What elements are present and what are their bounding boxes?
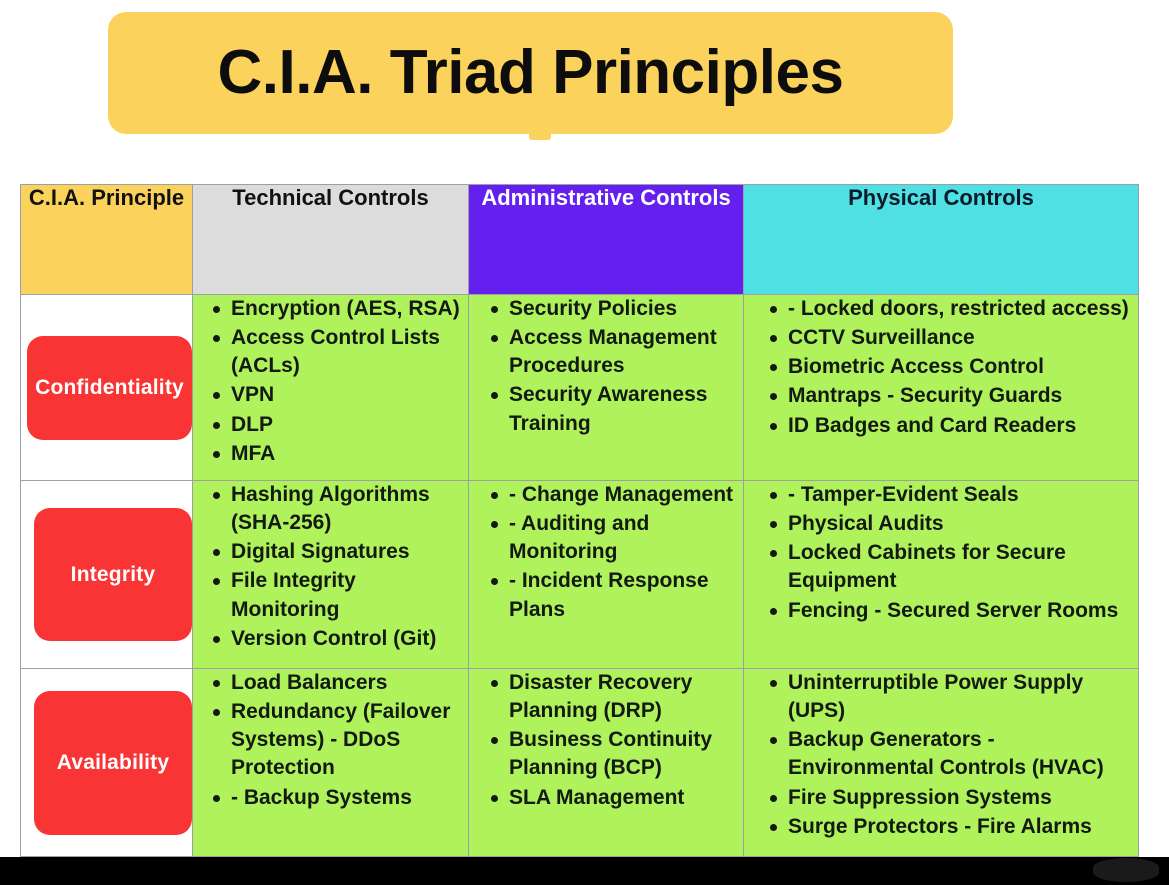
list-item: SLA Management: [489, 784, 739, 812]
column-header-physical: Physical Controls: [743, 184, 1139, 295]
list-physical-integrity: - Tamper-Evident Seals Physical Audits L…: [744, 481, 1138, 625]
table-row: Availability Load Balancers Redundancy (…: [20, 668, 1139, 857]
list-item: Disaster Recovery Planning (DRP): [489, 669, 739, 725]
list-item: Fire Suppression Systems: [768, 784, 1134, 812]
principle-badge-integrity: Integrity: [34, 508, 192, 641]
list-item: - Backup Systems: [211, 784, 464, 812]
cell-technical-availability: Load Balancers Redundancy (Failover Syst…: [192, 668, 469, 857]
list-item: Load Balancers: [211, 669, 464, 697]
list-item: Business Continuity Planning (BCP): [489, 726, 739, 782]
list-item: Mantraps - Security Guards: [768, 382, 1134, 410]
list-item: - Change Management: [489, 481, 739, 509]
list-item: Uninterruptible Power Supply (UPS): [768, 669, 1134, 725]
list-item: Encryption (AES, RSA): [211, 295, 464, 323]
column-header-technical: Technical Controls: [192, 184, 469, 295]
cell-administrative-availability: Disaster Recovery Planning (DRP) Busines…: [468, 668, 744, 857]
list-physical-confidentiality: - Locked doors, restricted access) CCTV …: [744, 295, 1138, 440]
list-technical-confidentiality: Encryption (AES, RSA) Access Control Lis…: [193, 295, 468, 468]
list-item: Surge Protectors - Fire Alarms: [768, 813, 1134, 841]
cell-administrative-confidentiality: Security Policies Access Management Proc…: [468, 294, 744, 481]
list-technical-integrity: Hashing Algorithms (SHA-256) Digital Sig…: [193, 481, 468, 653]
list-item: Physical Audits: [768, 510, 1134, 538]
list-item: CCTV Surveillance: [768, 324, 1134, 352]
column-header-principle: C.I.A. Principle: [20, 184, 193, 295]
cia-triad-table: C.I.A. Principle Technical Controls Admi…: [20, 184, 1139, 857]
list-technical-availability: Load Balancers Redundancy (Failover Syst…: [193, 669, 468, 812]
list-item: MFA: [211, 440, 464, 468]
badge-holder: Integrity: [21, 481, 192, 668]
list-item: Digital Signatures: [211, 538, 464, 566]
list-item: Security Policies: [489, 295, 739, 323]
cell-physical-availability: Uninterruptible Power Supply (UPS) Backu…: [743, 668, 1139, 857]
list-item: Redundancy (Failover Systems) - DDoS Pro…: [211, 698, 464, 782]
title-banner-nub: [529, 131, 551, 140]
cell-principle-confidentiality: Confidentiality: [20, 294, 193, 481]
list-item: Hashing Algorithms (SHA-256): [211, 481, 464, 537]
principle-badge-confidentiality: Confidentiality: [27, 335, 192, 440]
list-item: - Auditing and Monitoring: [489, 510, 739, 566]
title-banner: C.I.A. Triad Principles: [108, 12, 953, 134]
list-item: VPN: [211, 381, 464, 409]
list-administrative-confidentiality: Security Policies Access Management Proc…: [469, 295, 743, 438]
cell-principle-availability: Availability: [20, 668, 193, 857]
list-item: Fencing - Secured Server Rooms: [768, 597, 1134, 625]
principle-badge-availability: Availability: [34, 690, 192, 835]
list-administrative-integrity: - Change Management - Auditing and Monit…: [469, 481, 743, 624]
list-item: File Integrity Monitoring: [211, 567, 464, 623]
badge-holder: Confidentiality: [21, 295, 192, 480]
list-item: - Incident Response Plans: [489, 567, 739, 623]
list-administrative-availability: Disaster Recovery Planning (DRP) Busines…: [469, 669, 743, 812]
list-item: - Tamper-Evident Seals: [768, 481, 1134, 509]
list-item: - Locked doors, restricted access): [768, 295, 1134, 323]
column-header-administrative: Administrative Controls: [468, 184, 744, 295]
list-item: Backup Generators - Environmental Contro…: [768, 726, 1134, 782]
cell-physical-confidentiality: - Locked doors, restricted access) CCTV …: [743, 294, 1139, 481]
cell-physical-integrity: - Tamper-Evident Seals Physical Audits L…: [743, 480, 1139, 669]
cell-principle-integrity: Integrity: [20, 480, 193, 669]
table-row: Integrity Hashing Algorithms (SHA-256) D…: [20, 480, 1139, 669]
list-item: Security Awareness Training: [489, 381, 739, 437]
cell-technical-integrity: Hashing Algorithms (SHA-256) Digital Sig…: [192, 480, 469, 669]
list-item: Access Management Procedures: [489, 324, 739, 380]
list-item: DLP: [211, 411, 464, 439]
list-item: Version Control (Git): [211, 625, 464, 653]
list-item: Locked Cabinets for Secure Equipment: [768, 539, 1134, 595]
list-item: ID Badges and Card Readers: [768, 412, 1134, 440]
list-physical-availability: Uninterruptible Power Supply (UPS) Backu…: [744, 669, 1138, 841]
list-item: Biometric Access Control: [768, 353, 1134, 381]
cell-administrative-integrity: - Change Management - Auditing and Monit…: [468, 480, 744, 669]
corner-watermark: [1093, 858, 1159, 882]
table-row: Confidentiality Encryption (AES, RSA) Ac…: [20, 294, 1139, 481]
bottom-letterbox-bar: [0, 857, 1169, 885]
list-item: Access Control Lists (ACLs): [211, 324, 464, 380]
cell-technical-confidentiality: Encryption (AES, RSA) Access Control Lis…: [192, 294, 469, 481]
table-header-row: C.I.A. Principle Technical Controls Admi…: [20, 184, 1139, 295]
page-title: C.I.A. Triad Principles: [217, 38, 844, 107]
badge-holder: Availability: [21, 669, 192, 856]
